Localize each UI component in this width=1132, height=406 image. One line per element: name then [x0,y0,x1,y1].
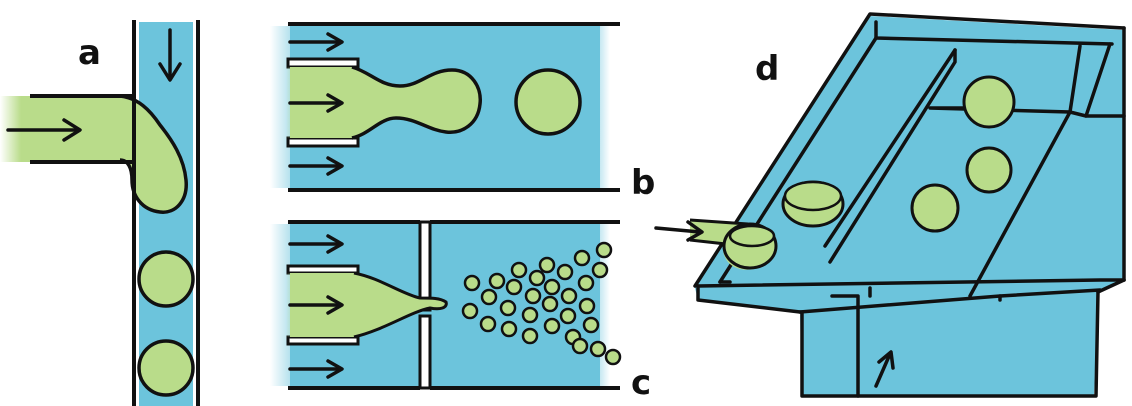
panel-c-flow-arrow [288,234,344,254]
panel-b-flow-arrow [288,32,344,52]
panel-c-droplet [521,327,539,345]
panel-d-droplet [962,75,1016,129]
panel-c-droplet [571,337,589,355]
panel-a-flow-arrow [158,28,182,82]
panel-c-droplet [500,320,518,338]
panel-d-outer-rim [693,12,1126,288]
panel-c-droplet [591,261,609,279]
panel-c-orifice-lower [418,314,432,390]
panel-c-droplet [510,261,528,279]
panel-c-droplet [559,307,577,325]
panel-c-droplet [538,256,556,274]
panel-c-droplet [524,287,542,305]
panel-b-droplet [514,68,582,136]
panel-b-flow-arrow [288,156,344,176]
panel-b-nozzle-bottom [286,136,360,148]
panel-d-front-top-edge [696,278,1126,288]
panel-b-flow-arrow [288,93,344,113]
panel-c-droplet [488,272,506,290]
panel-c-droplet [577,274,595,292]
panel-c-droplet [541,295,559,313]
panel-a-inlet-arrow [6,118,82,142]
panel-d-step-emulsification: d [654,12,1126,398]
panel-b-label: b [631,163,655,203]
panel-c-droplet [578,297,596,315]
panel-c-droplet [463,274,481,292]
panel-c-droplet [543,278,561,296]
panel-d-outlet-arrow [874,350,895,388]
panel-c-label: c [631,363,651,403]
panel-c-droplet [589,340,607,358]
panel-c-droplet [560,287,578,305]
panel-b-dispersed-jet [290,67,481,138]
panel-d-label: d [755,49,779,89]
panel-c-droplet [556,263,574,281]
panel-c-droplet [528,269,546,287]
panel-c-flow-arrow [288,359,344,379]
panel-c-flow-arrow [288,295,344,315]
panel-b-coflow: b [270,22,655,203]
panel-c-droplet [505,278,523,296]
panel-c-nozzle-top [286,264,360,275]
panel-c-flow-focusing: c [270,220,651,403]
panel-c-droplet [573,249,591,267]
panel-c-droplet [543,317,561,335]
panel-c-droplet [521,306,539,324]
panel-d-droplet [910,183,960,233]
panel-c-droplet [582,316,600,334]
panel-c-droplet [595,241,613,259]
panel-d-inlet-arrow [654,220,704,242]
panel-a-t-junction: a [0,20,200,406]
panel-c-droplet [480,288,498,306]
panel-c-droplet [499,299,517,317]
panel-a-label: a [78,33,101,73]
panel-b-nozzle-top [286,57,360,69]
panel-d-droplet [965,146,1013,194]
panel-c-nozzle-bottom [286,335,360,346]
panel-d-outlet-trough [800,290,1100,398]
panel-c-droplet [604,348,622,366]
panel-a-droplet [137,339,195,397]
panel-c-droplet [461,302,479,320]
panel-a-droplet [137,250,195,308]
panel-c-droplet [479,315,497,333]
panel-d-step-edge [823,48,957,248]
panel-c-droplet-swarm [461,241,622,366]
